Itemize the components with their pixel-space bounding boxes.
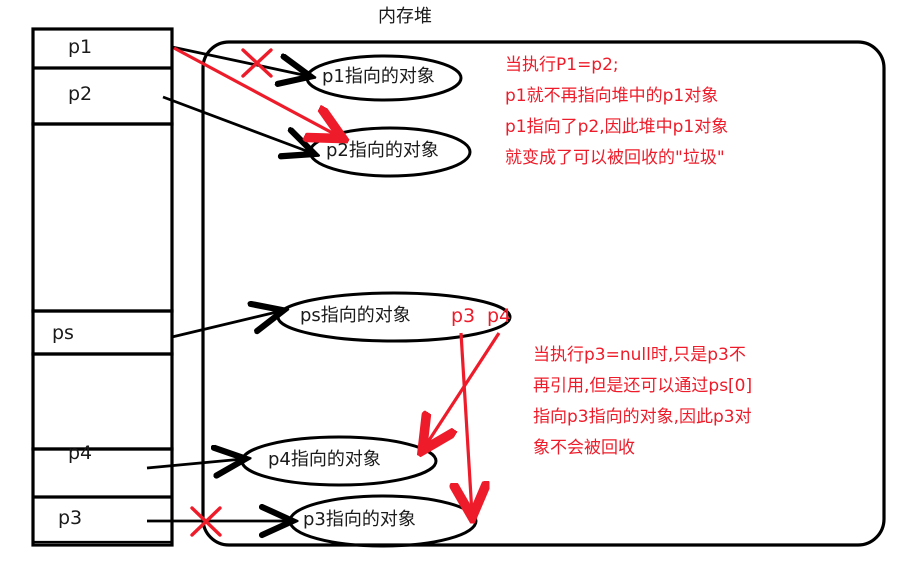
red-arrow-tag-p4-to-obj-p4 [424, 332, 501, 448]
heap-container [201, 40, 886, 547]
stack-slot-ps: ps [52, 322, 74, 344]
red-arrow-tag-p3-to-obj-p3 [461, 332, 472, 514]
annotation-note-1-line-4: 就变成了可以被回收的"垃圾" [505, 148, 725, 168]
annotation-note-2: 当执行p3=null时,只是p3不 再引用,但是还可以通过ps[0] 指向p3指… [533, 340, 752, 464]
red-tag-p3: p3 [451, 305, 476, 327]
heap-object-label-p3: p3指向的对象 [303, 509, 416, 530]
broken-reference-marks [190, 48, 273, 537]
annotation-note-2-line-3: 指向p3指向的对象,因此p3对 [533, 407, 752, 427]
x-mark-p3-reference [190, 506, 222, 537]
heap-title: 内存堆 [378, 6, 432, 27]
heap-object-label-p1: p1指向的对象 [322, 66, 435, 87]
annotation-note-2-line-2: 再引用,但是还可以通过ps[0] [533, 376, 753, 396]
annotation-note-1: 当执行P1=p2; p1就不再指向堆中的p1对象 p1指向了p2,因此堆中p1对… [505, 50, 728, 174]
stack-slot-p3: p3 [58, 507, 83, 529]
reference-arrows [146, 45, 312, 521]
annotation-note-2-line-1: 当执行p3=null时,只是p3不 [533, 345, 746, 365]
heap-object-label-p4: p4指向的对象 [268, 449, 381, 470]
arrow-ps-to-obj-ps [171, 311, 281, 339]
annotation-note-1-line-3: p1指向了p2,因此堆中p1对象 [505, 117, 729, 137]
arrow-p1-to-obj-p1 [171, 45, 308, 76]
arrow-p4-to-obj-p4 [146, 459, 243, 468]
x-mark-p1-reference [241, 48, 273, 78]
annotation-note-1-line-1: 当执行P1=p2; [505, 55, 619, 75]
heap-object-label-ps: ps指向的对象 [300, 305, 411, 326]
red-reassign-arrows [173, 46, 501, 514]
heap-object-label-p2: p2指向的对象 [326, 140, 439, 161]
red-tag-p4: p4 [487, 305, 512, 327]
annotation-note-2-line-4: 象不会被回收 [533, 438, 635, 458]
stack-slot-p2: p2 [68, 83, 93, 105]
annotation-note-1-line-2: p1就不再指向堆中的p1对象 [505, 86, 719, 106]
red-arrow-p1-to-obj-p2 [173, 46, 340, 137]
arrow-p2-to-obj-p2 [162, 95, 312, 153]
stack-slot-p1: p1 [68, 36, 93, 58]
stack-slot-p4: p4 [68, 442, 93, 464]
stack-table [31, 27, 174, 547]
